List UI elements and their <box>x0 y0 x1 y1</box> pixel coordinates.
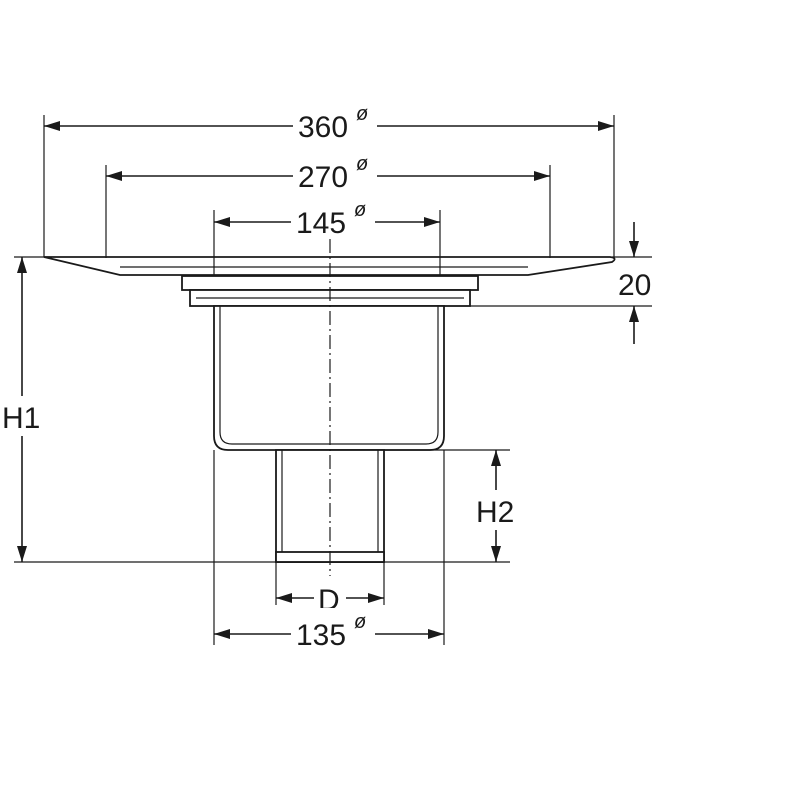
arrow-left-icon <box>214 629 230 639</box>
arrow-down-icon <box>491 546 501 562</box>
arrow-down-icon <box>17 546 27 562</box>
arrow-right-icon <box>598 121 614 131</box>
arrow-left-icon <box>276 593 292 603</box>
dimension-360: 360 ø <box>44 100 614 144</box>
diameter-symbol-270: ø <box>356 153 368 175</box>
arrow-down-icon <box>629 241 639 257</box>
diameter-symbol-135: ø <box>354 611 366 633</box>
dimension-270: 270 ø <box>106 150 550 194</box>
dimension-145: 145 ø <box>214 196 440 240</box>
dimension-20: 20 <box>618 222 651 344</box>
arrow-left-icon <box>214 217 230 227</box>
arrow-right-icon <box>424 217 440 227</box>
drain-housing-inner <box>219 306 439 445</box>
dimension-label-145: 145 <box>296 207 346 240</box>
arrow-up-icon <box>17 257 27 273</box>
arrow-right-icon <box>368 593 384 603</box>
drain-body <box>43 256 616 563</box>
arrow-right-icon <box>534 171 550 181</box>
arrow-up-icon <box>629 306 639 322</box>
extension-lines <box>14 115 652 645</box>
diameter-symbol-360: ø <box>356 103 368 125</box>
arrow-up-icon <box>491 450 501 466</box>
top-flange-plate <box>43 256 616 276</box>
dimension-label-20: 20 <box>618 269 651 302</box>
arrow-left-icon <box>44 121 60 131</box>
dimension-label-h2: H2 <box>476 496 514 529</box>
arrow-right-icon <box>428 629 444 639</box>
diameter-symbol-145: ø <box>354 199 366 221</box>
dimension-h2: H2 <box>474 450 524 562</box>
dimension-label-135: 135 <box>296 619 346 652</box>
dimension-label-360: 360 <box>298 111 348 144</box>
drain-housing <box>213 305 445 451</box>
dimension-h1: H1 <box>0 257 46 562</box>
dimension-135: 135 ø <box>214 608 444 652</box>
arrow-left-icon <box>106 171 122 181</box>
dimension-label-h1: H1 <box>2 402 40 435</box>
dimension-label-270: 270 <box>298 161 348 194</box>
